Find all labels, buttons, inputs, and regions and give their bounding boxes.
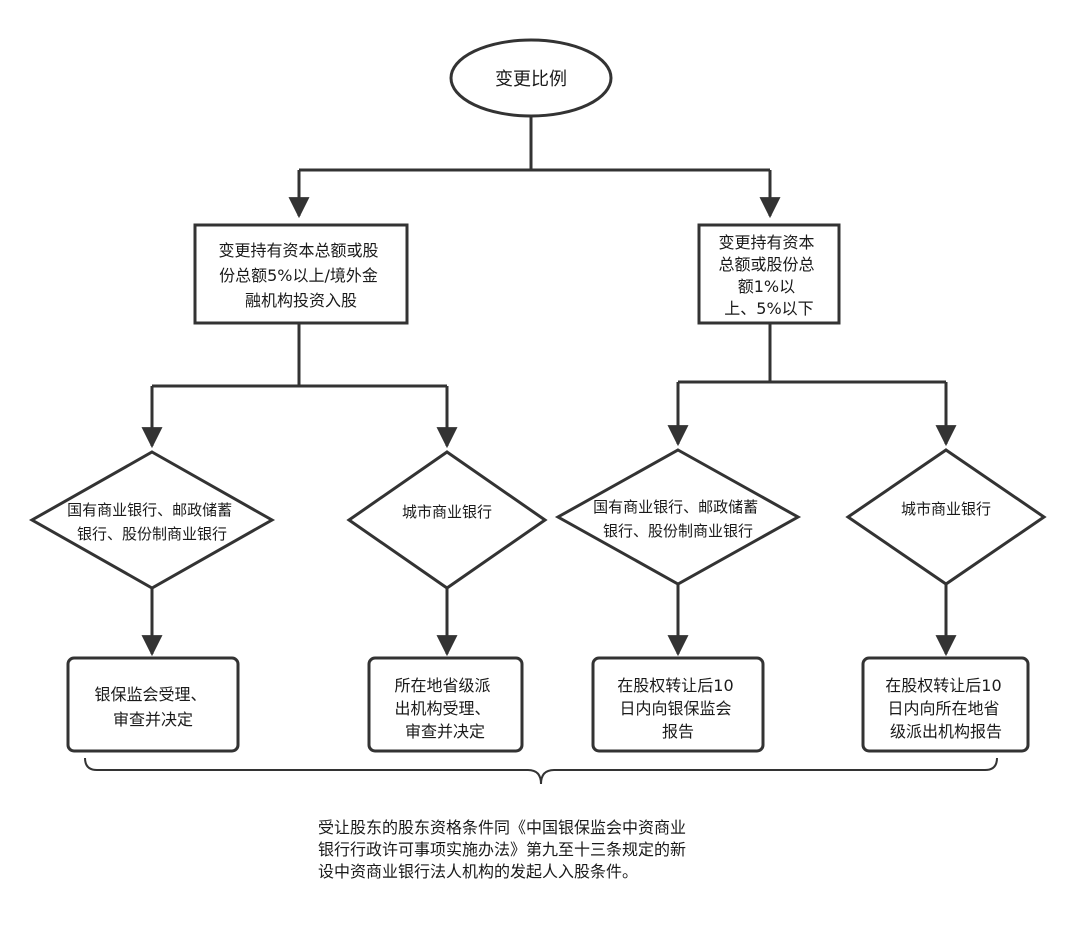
left-bank-type-label-b: 城市商业银行 [402,503,492,521]
footnote-line-1: 受让股东的股东资格条件同《中国银保监会中资商业 [318,818,687,837]
footnote-line-3: 设中资商业银行法人机构的发起人入股条件。 [318,862,639,881]
outcome-label-2: 所在地省级派 出机构受理、 审查并决定 [394,676,495,741]
start-ellipse [449,38,613,118]
outcome-label-3: 在股权转让后10 日内向银保监会 报告 [617,676,738,741]
right-condition-label: 变更持有资本 总额或股份总 额1%以 上、5%以下 [718,233,819,318]
outcome-label-1: 银保监会受理、 审查并决定 [94,685,211,729]
left-bank-type-diamond-b [346,450,548,590]
start-label: 变更比例 [495,69,567,90]
right-bank-type-label-a: 国有商业银行、邮政储蓄 银行、股份制商业银行 [593,498,763,540]
outcome-box-1 [66,656,240,753]
left-condition-label: 变更持有资本总额或股 份总额5%以上/境外金 融机构投资入股 [218,241,383,310]
outcome-label-4: 在股权转让后10 日内向所在地省 级派出机构报告 [885,676,1006,741]
footnote-line-2: 银行行政许可事项实施办法》第九至十三条规定的新 [318,840,687,859]
left-condition-box [193,223,409,325]
outcome-box-4 [861,656,1030,753]
right-bank-type-diamond-a [554,448,802,586]
outcome-box-2 [367,656,524,753]
outcome-box-3 [591,656,765,753]
left-bank-type-label-a: 国有商业银行、邮政储蓄 银行、股份制商业银行 [67,501,237,543]
grouping-brace [84,757,998,785]
right-condition-box [697,223,841,325]
left-bank-type-diamond-a [28,450,276,590]
connectors [141,116,957,657]
right-bank-type-diamond-b [845,448,1047,586]
footnote: 受让股东的股东资格条件同《中国银保监会中资商业 银行行政许可事项实施办法》第九至… [318,817,778,883]
right-bank-type-label-b: 城市商业银行 [901,500,991,518]
